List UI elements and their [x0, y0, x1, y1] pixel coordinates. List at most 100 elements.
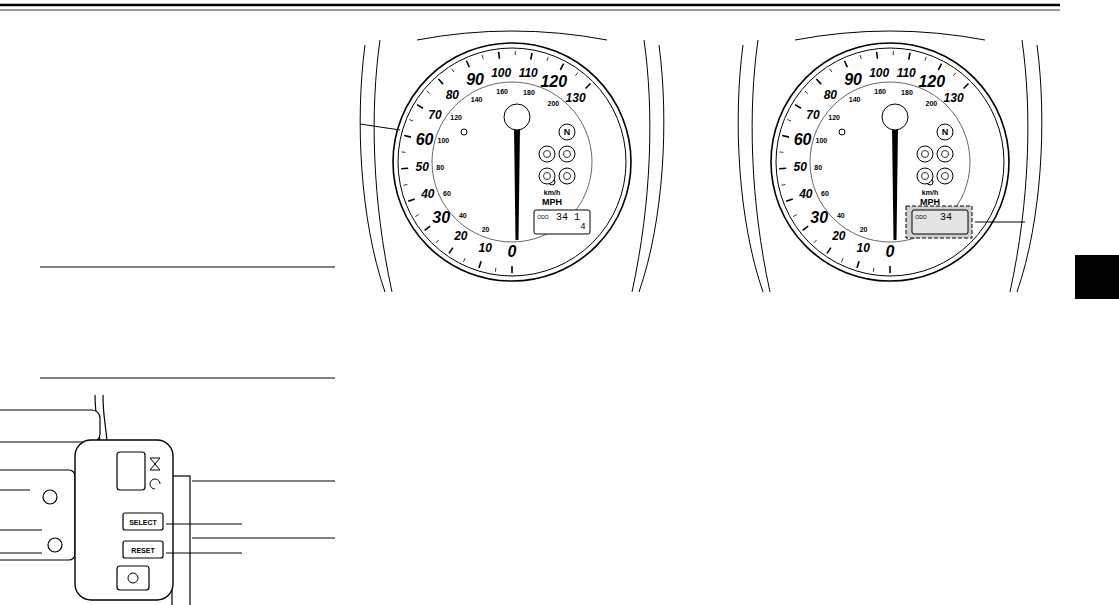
scale-tick: [498, 52, 500, 59]
button-label: SELECT: [129, 518, 157, 525]
indicator-dot: [839, 129, 845, 135]
scale-tick: [482, 55, 483, 59]
lever-bracket: [0, 410, 100, 442]
speed-number: 40: [421, 188, 434, 200]
speed-number: 30: [432, 210, 450, 226]
select-button: [123, 513, 163, 530]
scale-tick: [586, 84, 591, 89]
indicator-lamp: [917, 168, 933, 184]
cowl-outline: [752, 40, 770, 292]
kmh-number: 180: [523, 89, 535, 96]
neutral-indicator: N: [942, 128, 949, 137]
lcd-display: [534, 210, 590, 234]
scale-tick: [816, 79, 821, 84]
unit-label: km/h: [544, 189, 560, 196]
scale-tick: [779, 167, 786, 169]
cowl-outline: [795, 31, 985, 40]
scale-tick: [876, 52, 878, 59]
start-button: [117, 566, 149, 590]
indicator-lamp: [539, 168, 555, 184]
highlight-box: [906, 206, 972, 238]
speed-number: 70: [806, 109, 819, 121]
scale-tick: [805, 91, 808, 94]
scale-tick: [408, 199, 415, 201]
clamp-bolt: [48, 538, 62, 552]
scale-tick: [779, 151, 783, 152]
scale-tick: [436, 240, 439, 243]
speed-number: 80: [824, 89, 837, 101]
scale-tick: [860, 55, 861, 59]
scale-tick: [425, 226, 431, 230]
gauge-bezel: [776, 48, 1004, 276]
scale-tick: [479, 261, 481, 268]
bar-clamp: [0, 470, 75, 560]
switch-symbol: [150, 479, 160, 489]
kmh-number: 100: [438, 137, 450, 144]
speed-number: 120: [918, 74, 945, 90]
gauge-bezel: [771, 43, 1009, 281]
scale-tick: [404, 135, 411, 137]
kmh-number: 140: [849, 96, 861, 103]
indicator-lamp: [559, 124, 575, 140]
speed-number: 20: [454, 230, 467, 242]
speed-number: 40: [799, 188, 812, 200]
lcd-digits: 4: [580, 223, 585, 232]
switch-housing: [75, 440, 173, 600]
handlebar-switch: [0, 395, 190, 605]
lamp-symbol: [564, 173, 571, 180]
scale-tick: [403, 184, 407, 186]
lcd-display: [912, 210, 968, 234]
speed-number: 0: [508, 244, 517, 260]
dial-face: [810, 82, 970, 242]
scale-tick: [449, 248, 453, 254]
kmh-number: 20: [482, 225, 490, 232]
leader-line: [0, 553, 42, 554]
speed-number: 50: [415, 161, 428, 173]
speed-number: 20: [832, 230, 845, 242]
scale-tick: [463, 258, 465, 262]
leader-line: [166, 524, 242, 525]
dial-face: [432, 82, 592, 242]
speed-number: 10: [857, 242, 870, 254]
scale-tick: [857, 261, 859, 268]
speed-number: 60: [794, 132, 812, 148]
lamp-symbol: [544, 151, 551, 158]
lcd-mode: ODO: [537, 215, 548, 220]
speed-number: 100: [491, 67, 511, 79]
gauge-bezel: [393, 43, 631, 281]
scale-tick: [511, 266, 513, 273]
scale-tick: [401, 151, 405, 152]
lcd-digits: 34 1: [556, 213, 580, 223]
header-rule: [0, 10, 1060, 11]
lamp-symbol: [942, 173, 949, 180]
unit-label: km/h: [922, 189, 938, 196]
unit-label: MPH: [542, 198, 562, 207]
kmh-number: 80: [436, 163, 444, 170]
speed-number: 130: [566, 92, 586, 104]
leader-line: [0, 530, 42, 531]
speed-number: 60: [416, 132, 434, 148]
kmh-number: 60: [821, 189, 829, 196]
scale-tick: [795, 105, 801, 109]
scale-tick: [575, 73, 577, 76]
kmh-number: 160: [874, 87, 886, 94]
cowl-outline: [360, 45, 385, 292]
indicator-lamp: [559, 146, 575, 162]
kmh-number: 100: [816, 137, 828, 144]
needle-hub: [504, 104, 530, 130]
indicator-lamp: [539, 146, 555, 162]
scale-tick: [452, 69, 454, 72]
kmh-number: 200: [548, 100, 560, 107]
cowl-outline: [738, 45, 763, 292]
indicator-lamp: [559, 168, 575, 184]
kmh-number: 160: [496, 87, 508, 94]
speed-number: 130: [944, 92, 964, 104]
scale-tick: [793, 215, 796, 217]
start-symbol: [128, 573, 138, 583]
kmh-number: 120: [450, 113, 462, 120]
speed-number: 120: [540, 74, 567, 90]
gauge-bezel: [398, 48, 626, 276]
needle: [892, 127, 898, 240]
lamp-symbol: [922, 173, 929, 180]
scale-tick: [925, 57, 926, 61]
